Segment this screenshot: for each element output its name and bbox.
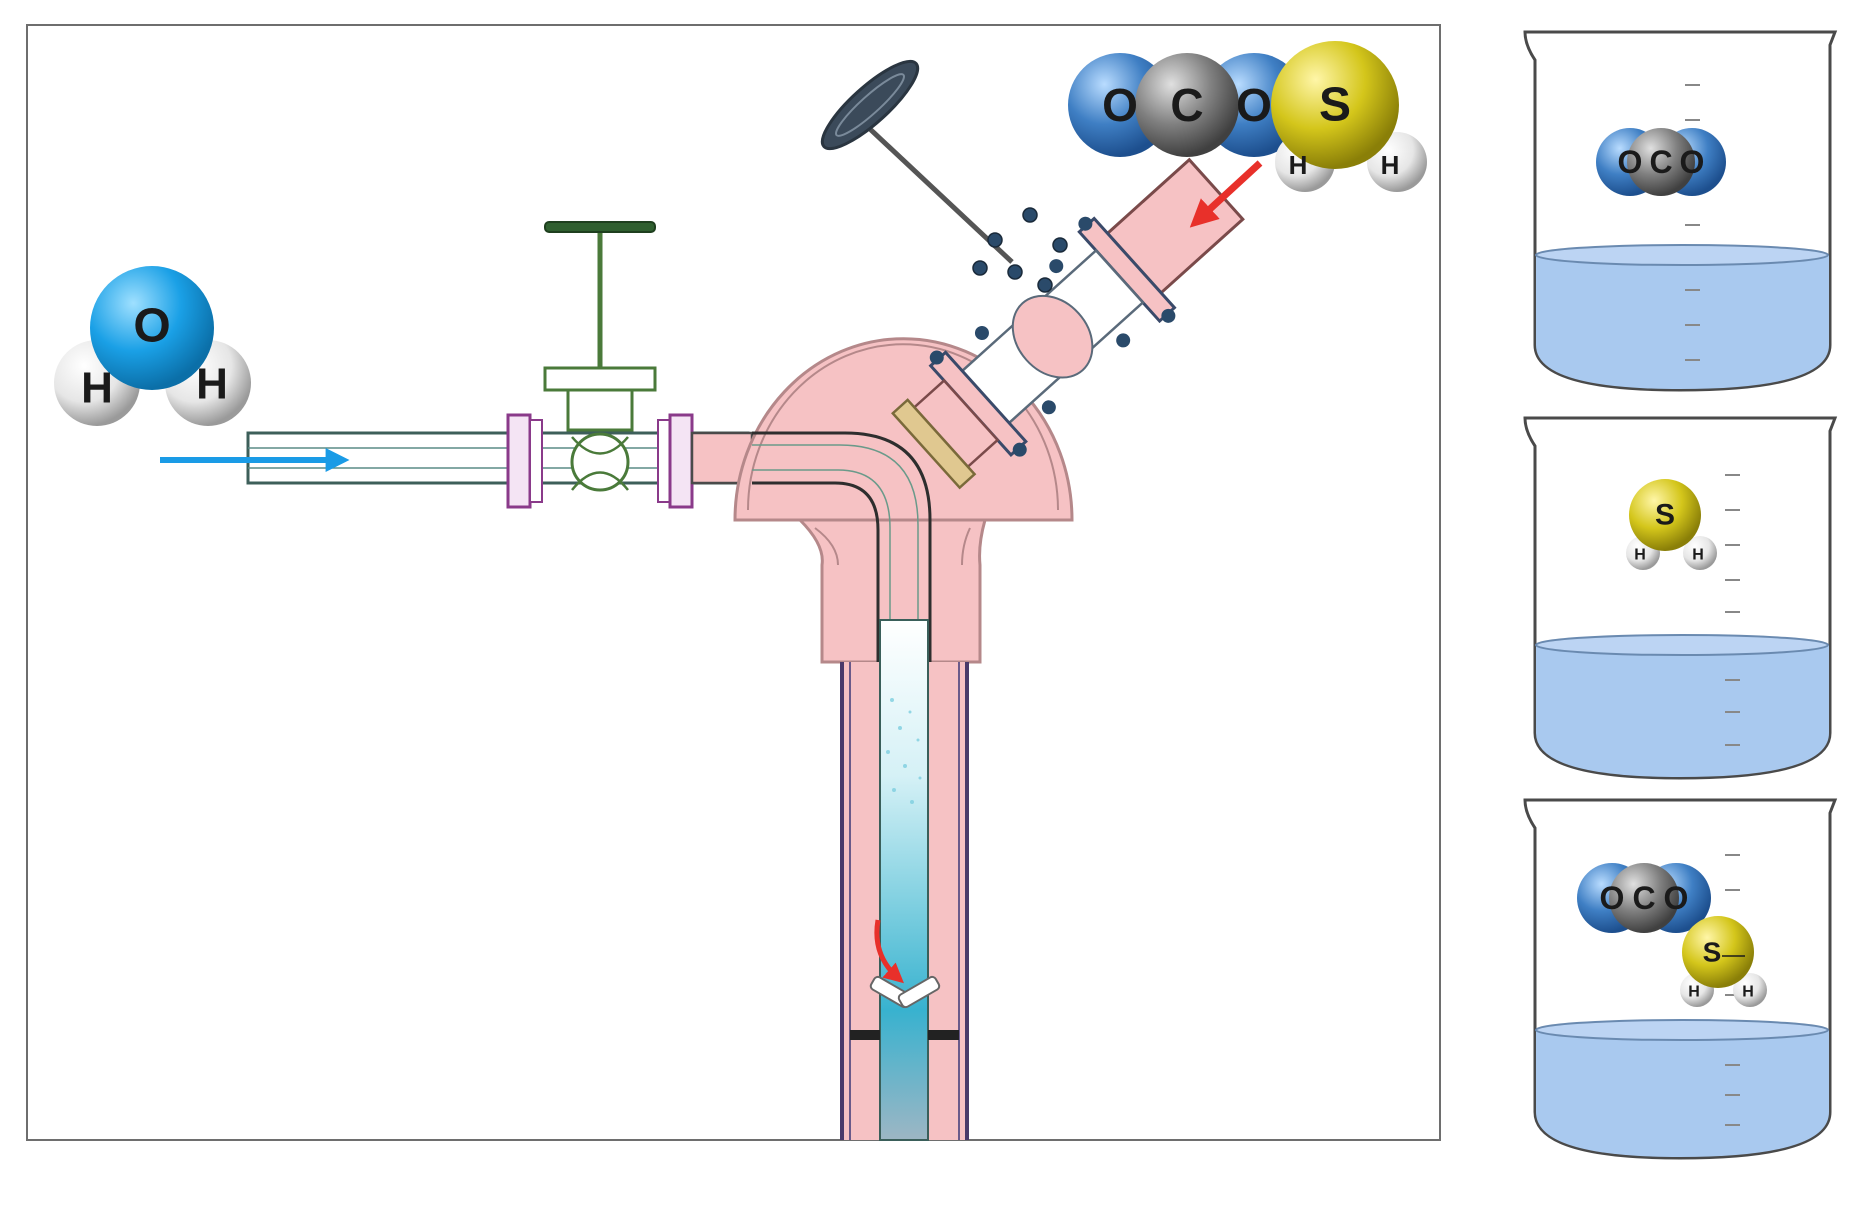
elbow-dome bbox=[733, 337, 1074, 664]
co2-molecule: O C O bbox=[1577, 863, 1711, 933]
svg-text:S: S bbox=[1655, 499, 1675, 532]
svg-text:C: C bbox=[1649, 144, 1672, 180]
svg-text:H: H bbox=[81, 364, 113, 413]
svg-text:S: S bbox=[1703, 937, 1722, 968]
h2s-molecule: S H H bbox=[1680, 916, 1767, 1007]
top-valve-stem bbox=[853, 113, 1014, 264]
red-arrow-icon bbox=[1189, 160, 1263, 228]
top-valve bbox=[820, 59, 1068, 293]
co2-molecule: O C O bbox=[1596, 128, 1726, 196]
svg-text:C: C bbox=[1632, 880, 1655, 916]
svg-text:H: H bbox=[1742, 984, 1754, 1001]
svg-text:O: O bbox=[1664, 880, 1689, 916]
gate-valve bbox=[506, 221, 694, 509]
sulfur-atom bbox=[1271, 41, 1399, 169]
inner-bent-pipe bbox=[752, 431, 932, 1140]
svg-text:H: H bbox=[196, 360, 228, 409]
svg-text:O: O bbox=[1618, 144, 1643, 180]
carbon-atom bbox=[1135, 53, 1239, 157]
svg-text:O: O bbox=[1236, 79, 1272, 131]
red-curved-arrow-icon bbox=[874, 919, 904, 984]
svg-text:H: H bbox=[1381, 150, 1400, 180]
svg-text:H: H bbox=[1634, 547, 1646, 564]
beaker-2: S H H bbox=[1523, 416, 1838, 780]
svg-text:O: O bbox=[133, 300, 170, 353]
water-molecule: O H H bbox=[54, 266, 251, 426]
svg-text:S: S bbox=[1319, 79, 1351, 132]
liquid-column bbox=[879, 619, 929, 1141]
co2-molecule: O C O bbox=[1068, 53, 1306, 157]
valve-handwheel bbox=[544, 221, 656, 233]
svg-text:C: C bbox=[1170, 79, 1203, 131]
beaker-3: O C O S H H bbox=[1523, 798, 1838, 1160]
beaker-1: O C O bbox=[1523, 30, 1838, 392]
svg-text:H: H bbox=[1289, 150, 1308, 180]
svg-text:O: O bbox=[1102, 79, 1138, 131]
svg-text:O: O bbox=[1680, 144, 1705, 180]
oxygen-atom bbox=[90, 266, 214, 390]
svg-text:H: H bbox=[1688, 984, 1700, 1001]
svg-text:O: O bbox=[1600, 880, 1625, 916]
apparatus-panel: O H H O C O S H H bbox=[26, 24, 1441, 1141]
top-valve-handwheel bbox=[820, 59, 920, 151]
h2s-molecule: S H H bbox=[1626, 479, 1717, 570]
vertical-column bbox=[840, 619, 969, 1141]
h2s-molecule: S H H bbox=[1271, 41, 1427, 192]
svg-text:H: H bbox=[1692, 547, 1704, 564]
gas-inlet-assembly bbox=[891, 157, 1245, 490]
